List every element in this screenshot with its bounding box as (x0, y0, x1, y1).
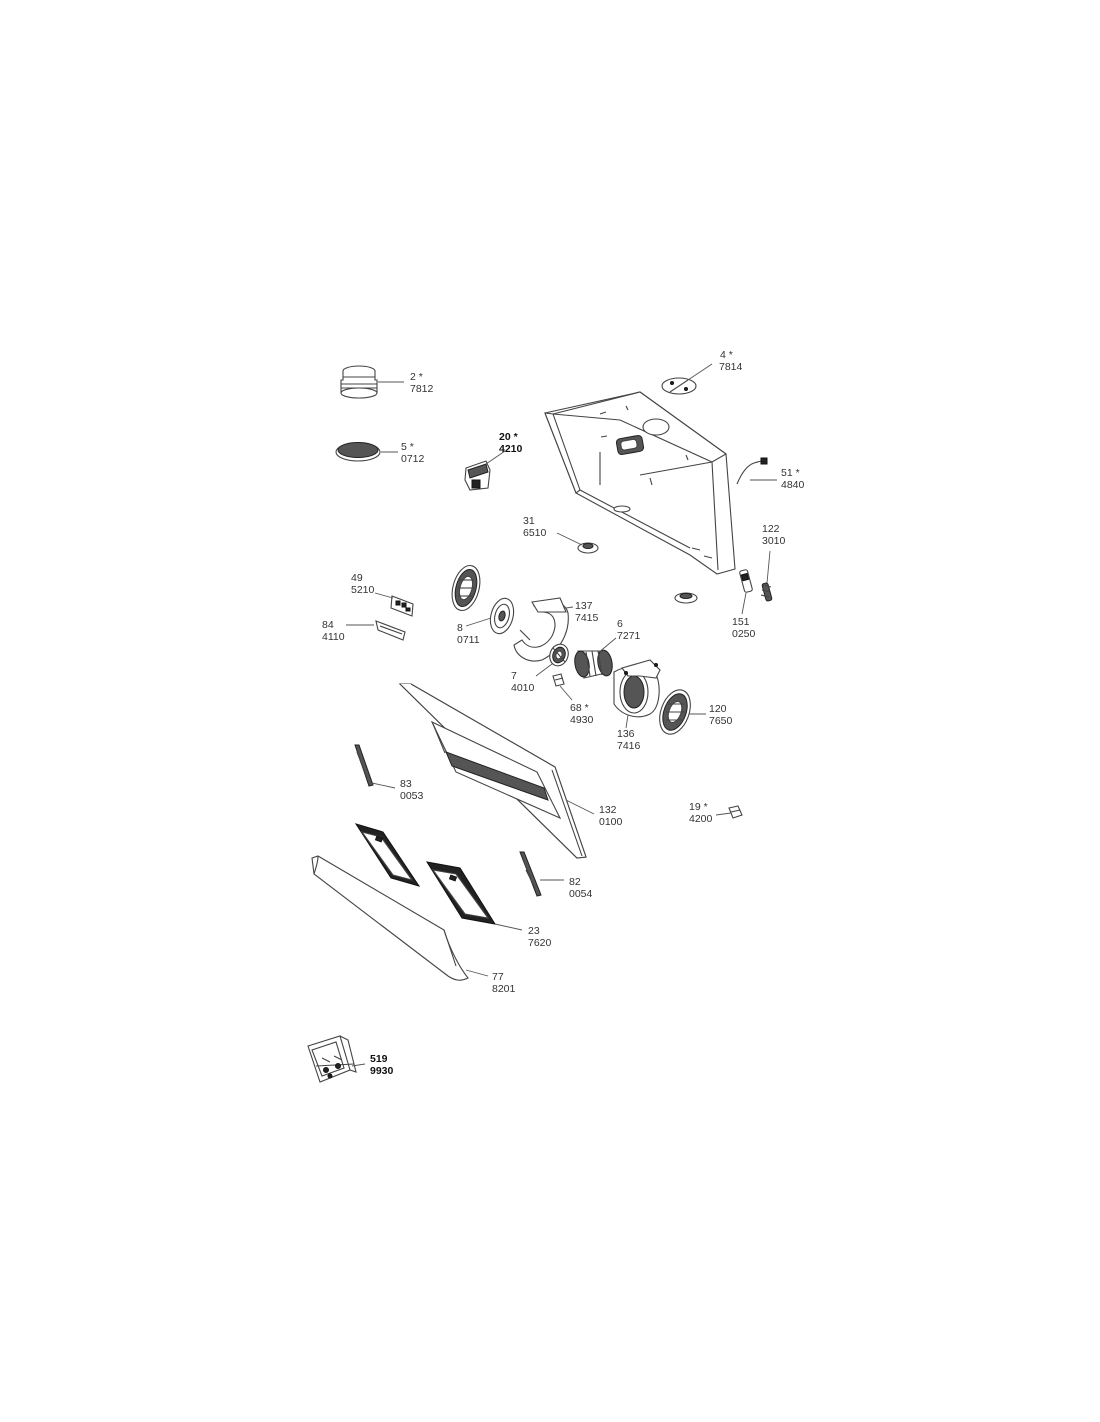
callout-2: 2 *7812 (410, 371, 434, 395)
part-grille-left (451, 564, 481, 612)
part-cable (736, 457, 768, 485)
callout-68: 68 *4930 (570, 702, 594, 726)
part-bushing-2 (674, 592, 698, 604)
part-carbon-filter (335, 442, 381, 462)
part-circuit-board (390, 595, 414, 617)
callout-19: 19 *4200 (689, 801, 713, 825)
part-capacitor (552, 673, 565, 687)
part-front-frame (398, 683, 587, 859)
part-impeller-wheel (574, 649, 613, 679)
part-lamp-holder (739, 569, 753, 593)
part-motor (549, 643, 569, 667)
part-light-strip-right (519, 851, 542, 897)
part-grille-right (659, 689, 691, 735)
part-switch-block (464, 460, 491, 491)
callout-5: 5 *0712 (401, 441, 425, 465)
part-grease-filter-1 (354, 823, 421, 887)
part-accessory-kit (307, 1035, 357, 1083)
callout-51: 51 *4840 (781, 467, 805, 491)
callout-4: 4 *7814 (719, 349, 743, 373)
part-clip (375, 620, 406, 641)
callout-20: 20 *4210 (499, 431, 523, 455)
part-hood-body (544, 391, 736, 575)
part-blower-housing (613, 659, 661, 718)
part-adapter-ring (489, 597, 515, 635)
part-lamp (728, 805, 743, 819)
part-spring (760, 582, 773, 602)
part-bushing (577, 542, 599, 554)
part-light-strip-left (354, 744, 374, 787)
part-cover-disc (661, 377, 697, 395)
part-grease-filter-2 (425, 861, 497, 925)
part-front-glass-panel (311, 855, 469, 981)
part-duct-collar (340, 365, 378, 399)
